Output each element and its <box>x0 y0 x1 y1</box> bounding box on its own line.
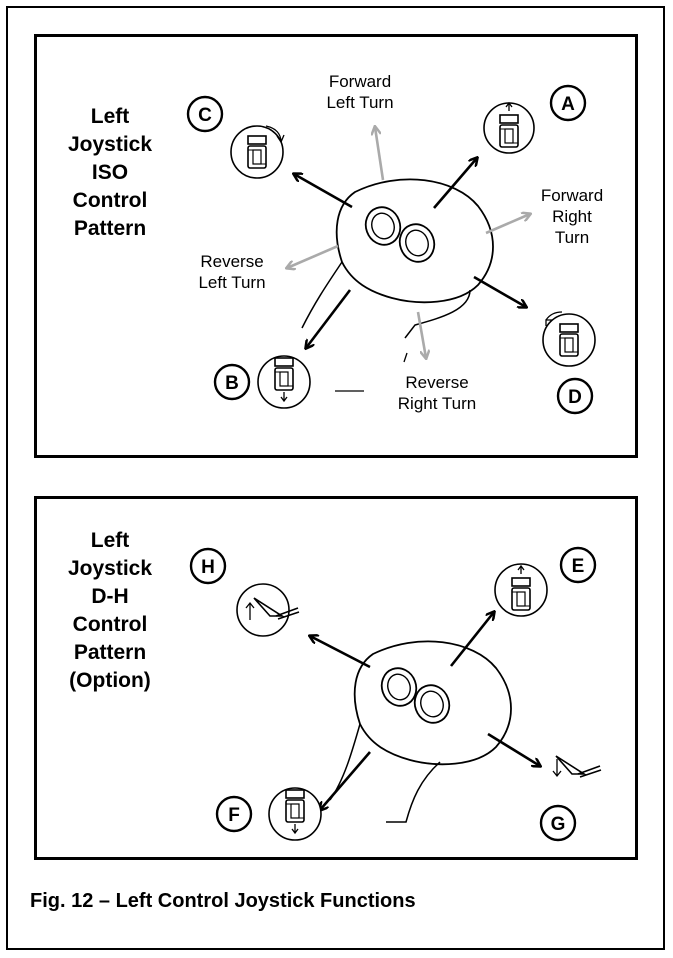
title-line: D-H <box>91 585 129 608</box>
svg-text:G: G <box>551 814 566 835</box>
label-forward-left-turn: Forward Left Turn <box>326 72 394 112</box>
callout-d: D <box>556 377 594 415</box>
callout-g: G <box>539 804 577 842</box>
bucket-curl-icon <box>236 583 300 637</box>
title-line: Left <box>90 105 130 128</box>
dozer-reverse-icon <box>268 787 322 841</box>
arrow-forward-right-turn <box>485 214 530 235</box>
svg-text:B: B <box>225 373 239 394</box>
svg-text:A: A <box>561 94 575 115</box>
title-line: (Option) <box>69 669 151 692</box>
figure-frame <box>6 6 665 950</box>
arrow-bucket-dump <box>487 732 540 766</box>
dozer-forward-icon <box>483 101 535 154</box>
title-line: Joystick <box>67 133 153 156</box>
svg-text:E: E <box>572 556 585 577</box>
svg-text:D: D <box>568 387 582 408</box>
dh-pattern-panel: Left Joystick D-H Control Pattern (Optio… <box>34 496 638 860</box>
title-line: Control <box>72 613 148 636</box>
callout-b: B <box>213 363 251 401</box>
dozer-forward-icon <box>494 563 548 617</box>
label-reverse-left-turn: Reverse Left Turn <box>198 252 266 292</box>
arrow-forward <box>433 158 477 209</box>
svg-text:H: H <box>201 557 215 578</box>
title-line: Pattern <box>73 217 147 240</box>
arrow-reverse <box>320 751 371 810</box>
arrow-left <box>294 174 353 209</box>
label-reverse-right-turn: Reverse Right Turn <box>397 373 477 413</box>
arrow-forward-left-turn <box>375 127 385 181</box>
title-line: Control <box>72 189 148 212</box>
bucket-dump-icon <box>552 755 602 778</box>
label-forward-right-turn: Forward Right Turn <box>540 186 604 247</box>
arrow-forward <box>449 612 494 667</box>
figure-caption: Fig. 12 – Left Control Joystick Function… <box>30 890 416 912</box>
callout-h: H <box>189 547 227 585</box>
arrow-reverse-left-turn <box>287 244 339 268</box>
iso-panel-title: Left Joystick ISO Control Pattern <box>55 103 165 243</box>
callout-e: E <box>559 546 597 584</box>
callout-a: A <box>549 84 587 122</box>
arrow-reverse <box>306 289 352 348</box>
leader-line <box>403 352 408 363</box>
title-line: Left <box>90 529 130 552</box>
title-line: ISO <box>91 161 129 184</box>
arrow-right <box>473 275 526 307</box>
callout-f: F <box>215 795 253 833</box>
svg-text:C: C <box>198 105 212 126</box>
title-line: Joystick <box>67 557 153 580</box>
dozer-reverse-icon <box>257 355 311 409</box>
arrow-bucket-curl <box>310 636 371 669</box>
callout-c: C <box>186 95 224 133</box>
joystick-handle-iso <box>301 178 494 339</box>
svg-text:F: F <box>228 805 240 826</box>
arrow-reverse-right-turn <box>416 311 426 358</box>
dh-panel-title: Left Joystick D-H Control Pattern (Optio… <box>55 527 165 695</box>
iso-pattern-panel: Left Joystick ISO Control Pattern Forwar… <box>34 34 638 458</box>
dozer-reverse-right-icon <box>542 311 596 367</box>
joystick-handle-dh <box>329 640 512 823</box>
dozer-forward-left-icon <box>230 125 285 179</box>
title-line: Pattern <box>73 641 147 664</box>
